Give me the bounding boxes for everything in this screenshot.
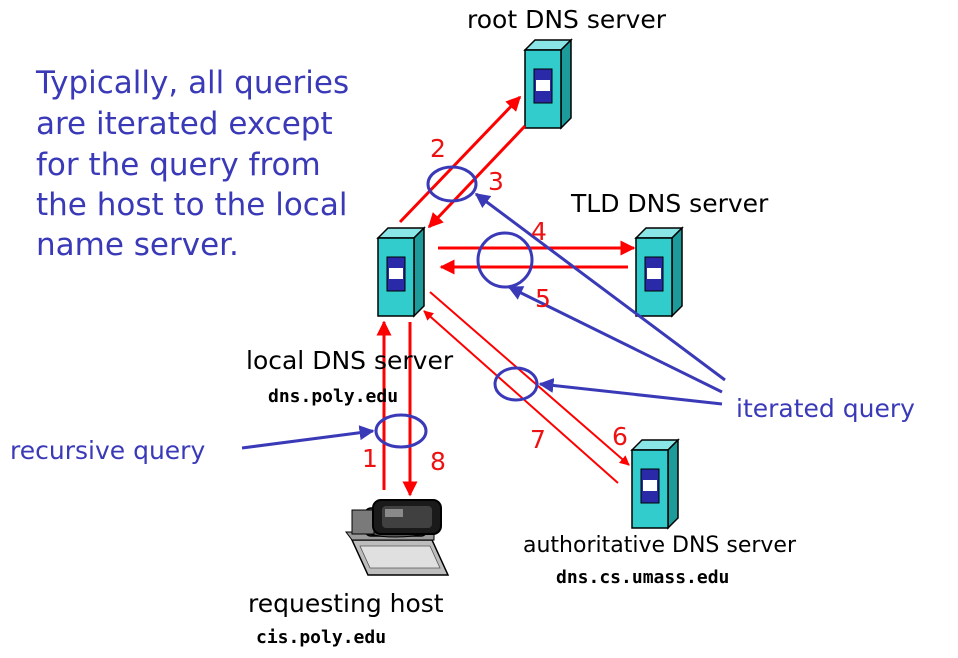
step-label-2: 2	[430, 134, 446, 163]
authoritative-server-label: authoritative DNS server	[523, 533, 797, 558]
step-label-5: 5	[535, 284, 551, 313]
step-label-6: 6	[612, 422, 628, 451]
step-label-1: 1	[362, 444, 378, 473]
recursive-query-label: recursive query	[10, 436, 205, 465]
arrow-step-6	[429, 291, 630, 466]
step-label-8: 8	[430, 447, 446, 476]
arrow-step-3	[427, 124, 527, 229]
note-line: the host to the local	[36, 187, 347, 223]
iterated-query-label: iterated query	[736, 394, 915, 423]
requesting-host-address: cis.poly.edu	[256, 627, 386, 648]
note-line: name server.	[36, 227, 239, 263]
note-line: for the query from	[36, 147, 321, 183]
authoritative-server-icon	[631, 439, 679, 529]
root-server-label: root DNS server	[467, 5, 667, 34]
note-text: Typically, all queries are iterated exce…	[35, 65, 359, 263]
step-label-7: 7	[530, 425, 546, 454]
local-server-host: dns.poly.edu	[268, 386, 398, 407]
local-server-label: local DNS server	[246, 346, 454, 375]
tld-server-icon	[635, 227, 683, 317]
tld-server-label: TLD DNS server	[570, 189, 769, 218]
recursive-circle	[374, 413, 428, 449]
iterated-circle-tld	[476, 231, 534, 289]
arrow-step-7	[423, 310, 619, 484]
authoritative-server-host: dns.cs.umass.edu	[556, 567, 729, 588]
iterated-circle-root	[426, 165, 478, 203]
iterated-pointer-auth	[538, 378, 723, 406]
iterated-pointer-root	[474, 192, 726, 382]
iterated-circle-auth	[493, 366, 539, 402]
step-label-4: 4	[531, 217, 547, 246]
desktop-computer-icon	[345, 499, 450, 576]
note-line: are iterated except	[36, 106, 333, 142]
step-label-3: 3	[488, 167, 504, 196]
iterated-pointer-tld	[507, 285, 723, 394]
requesting-host-label: requesting host	[248, 589, 444, 618]
root-server-icon	[524, 39, 572, 129]
note-line: Typically, all queries	[35, 65, 349, 101]
local-server-icon	[377, 227, 425, 317]
recursive-pointer	[241, 425, 375, 450]
arrow-step-2	[398, 95, 522, 224]
